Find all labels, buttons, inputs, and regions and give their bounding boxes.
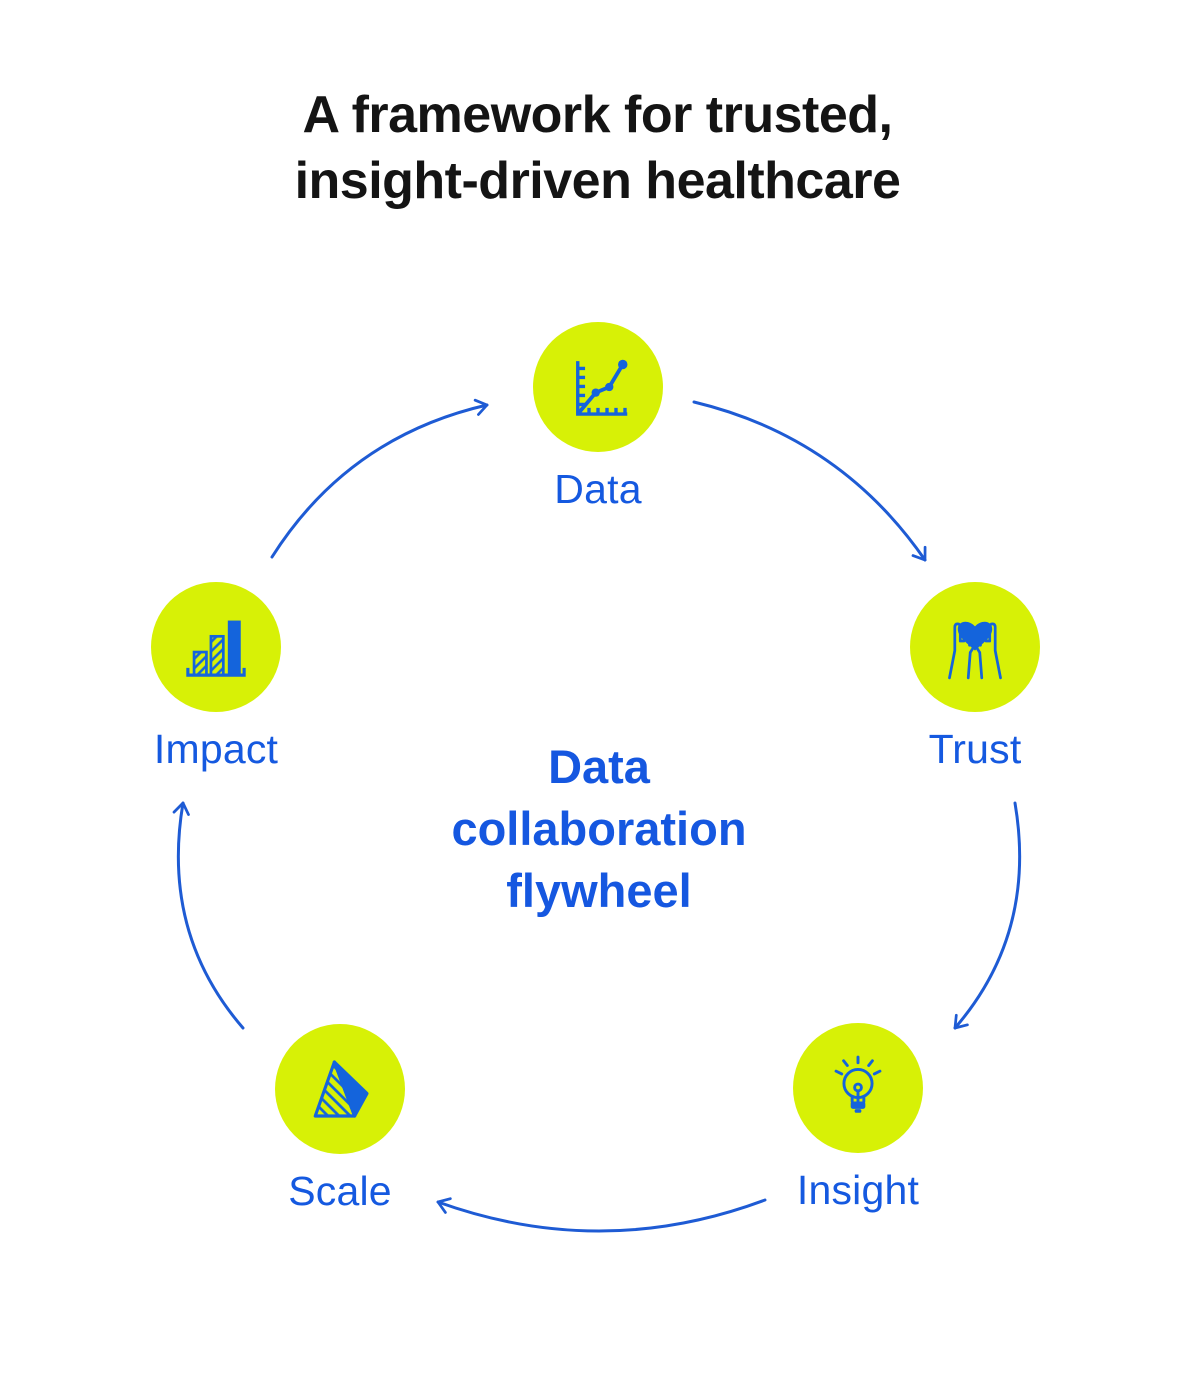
page-title: A framework for trusted, insight-driven … (0, 82, 1195, 214)
node-impact-circle (151, 582, 281, 712)
page-title-line1: A framework for trusted, (302, 86, 893, 144)
node-label-trust: Trust (928, 726, 1022, 772)
node-label-data: Data (554, 466, 642, 512)
node-data: Data (533, 322, 663, 513)
node-scale-circle (275, 1024, 405, 1154)
node-trust: Trust (910, 582, 1040, 773)
flywheel-caption-line2: collaboration (451, 802, 747, 855)
pyramid-icon (313, 1060, 369, 1118)
arrow-scale-to-impact (172, 801, 245, 1030)
lightbulb-icon (834, 1055, 882, 1113)
node-trust-circle (910, 582, 1040, 712)
flywheel-caption-line1: Data (548, 740, 650, 793)
flywheel-caption-line3: flywheel (506, 864, 692, 917)
arrow-impact-to-data (270, 398, 489, 559)
hands-heart-icon (948, 621, 1002, 680)
node-label-insight: Insight (796, 1167, 920, 1213)
node-insight-circle (793, 1023, 923, 1153)
node-label-scale: Scale (288, 1168, 392, 1214)
node-insight: Insight (793, 1023, 923, 1214)
trend-chart-icon (576, 359, 628, 416)
arrow-insight-to-scale (436, 1197, 767, 1233)
page-title-line2: insight-driven healthcare (294, 152, 901, 210)
arrow-trust-to-insight (953, 801, 1022, 1030)
bar-chart-icon (186, 620, 246, 677)
node-scale: Scale (275, 1024, 405, 1215)
node-data-circle (533, 322, 663, 452)
node-impact: Impact (151, 582, 281, 773)
flywheel-caption: Data collaboration flywheel (451, 736, 746, 922)
arrow-data-to-trust (692, 400, 927, 562)
node-label-impact: Impact (153, 726, 279, 772)
